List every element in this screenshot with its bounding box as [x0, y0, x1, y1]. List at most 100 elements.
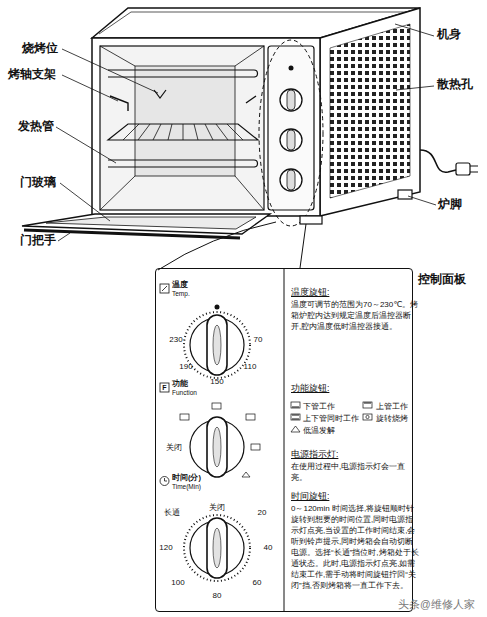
grill-slot — [154, 90, 166, 98]
part-label: 控制面板 — [418, 273, 466, 287]
section-text: 0～120min 时间选择,将旋钮顺时针旋转到想要的时间位置,同时电源指示灯点亮… — [291, 503, 419, 591]
mode-item: 旋转烧烤 — [376, 413, 408, 424]
scale-number: 100 — [171, 578, 184, 587]
leader-lines — [56, 24, 436, 241]
knob — [280, 129, 302, 151]
mode-item: 低温发解 — [303, 425, 335, 436]
section-heading: 时间旋钮: — [291, 491, 329, 502]
mode-icon — [291, 426, 300, 432]
mode-icon-mark — [292, 407, 299, 408]
part-label: 机身 — [437, 28, 461, 42]
rack-frame — [108, 124, 258, 140]
knob-grip — [213, 427, 221, 467]
section-heading: 电源指示灯: — [291, 449, 338, 460]
control-panel-box: 温度旋钮:温度可调节的范围为70～230℃。烤箱炉腔内达到规定温度后温控器断开,… — [155, 268, 413, 612]
part-label: 散热孔 — [437, 78, 473, 92]
section-text: 在使用过程中,电源指示灯会一直亮。 — [291, 461, 419, 483]
temp-icon — [160, 284, 169, 293]
watermark: 头条@维修人家 — [398, 598, 475, 610]
zoom-circle — [259, 40, 323, 226]
door-glass — [46, 217, 256, 229]
knob-heading: 功能 — [172, 380, 188, 389]
knob-grip — [213, 325, 221, 365]
knob-grip — [287, 90, 295, 110]
knob-pointer — [207, 417, 227, 477]
mode-icon-mark — [366, 415, 369, 418]
oven-cavity — [100, 46, 264, 210]
scale-number: 60 — [253, 578, 262, 587]
plug-prongs — [470, 166, 478, 172]
oven-foot — [300, 216, 322, 224]
section-heading: 温度旋钮: — [291, 287, 329, 298]
mode-icon — [180, 414, 189, 420]
knob-heading: Temp. — [172, 290, 190, 297]
knob-grip — [213, 528, 221, 568]
section-text: 温度可调节的范围为70～230℃。烤箱炉腔内达到规定温度后温控器断开,腔内温度低… — [291, 299, 419, 332]
mode-icon — [291, 402, 300, 408]
mode-icon — [242, 472, 250, 477]
scale-number: 230 — [169, 335, 182, 344]
oven-foot — [398, 190, 412, 199]
door-handle — [24, 230, 240, 238]
knob — [280, 89, 302, 111]
timer-icon — [160, 477, 169, 486]
mode-item: 上下管同时工作 — [303, 413, 359, 424]
power-plug — [456, 163, 470, 175]
temp-icon-mark — [162, 286, 167, 291]
part-label: 门玻璃 — [20, 176, 56, 190]
mode-icon — [363, 414, 372, 420]
mode-icon — [363, 402, 372, 408]
knob-ticks — [184, 312, 250, 378]
knob-pointer — [207, 315, 227, 375]
mode-icon-mark — [292, 415, 299, 419]
knob-heading: Function — [172, 389, 197, 396]
mode-icon — [251, 444, 260, 450]
timer-knob — [190, 521, 244, 575]
icon-letter: F — [162, 383, 166, 391]
mode-item: 上管工作 — [376, 401, 408, 412]
knob-heading: Time(Min) — [172, 483, 201, 490]
function-icon — [160, 383, 169, 392]
scale-number: 80 — [213, 591, 222, 600]
scale-number: 120 — [159, 543, 172, 552]
knob-heading: 时间(分) — [172, 474, 201, 483]
power-cord — [420, 150, 456, 172]
function-knob — [190, 420, 244, 474]
section-heading: 功能旋钮: — [291, 383, 329, 394]
scale-number: 20 — [258, 508, 267, 517]
indicator-light — [289, 66, 294, 71]
part-label: 烤轴支架 — [8, 68, 56, 82]
knob — [280, 169, 302, 191]
knob-grip — [287, 130, 295, 150]
oven-front — [92, 38, 320, 216]
timer-icon-hands — [165, 478, 168, 481]
knob-pointer — [207, 518, 227, 578]
scale-word: 关闭 — [166, 443, 182, 452]
upper-heating-tube — [108, 70, 258, 77]
mode-icon — [291, 414, 300, 420]
zoom-lines — [158, 222, 306, 270]
mode-icon — [246, 414, 255, 420]
scale-number: 40 — [264, 543, 273, 552]
mode-icon-mark — [364, 403, 371, 404]
part-label: 门把手 — [20, 234, 56, 248]
lower-heating-tube — [108, 160, 258, 167]
scale-number: 110 — [244, 362, 257, 371]
vent-grid — [330, 24, 410, 198]
knob-marker — [215, 305, 220, 310]
part-label: 炉脚 — [438, 198, 462, 212]
control-column — [268, 46, 314, 210]
scale-word: 长通 — [164, 508, 180, 517]
temp-knob — [190, 318, 244, 372]
mode-icon — [212, 403, 221, 409]
spit-support — [110, 96, 256, 111]
cavity-edges — [100, 46, 264, 210]
oven-side — [320, 8, 420, 216]
scale-number: 70 — [254, 335, 263, 344]
part-label: 烧烤位 — [22, 42, 58, 56]
panel-divider — [284, 269, 285, 611]
knob-ticks — [184, 515, 250, 581]
mode-item: 下管工作 — [303, 401, 335, 412]
scale-word: 关闭 — [209, 503, 225, 512]
